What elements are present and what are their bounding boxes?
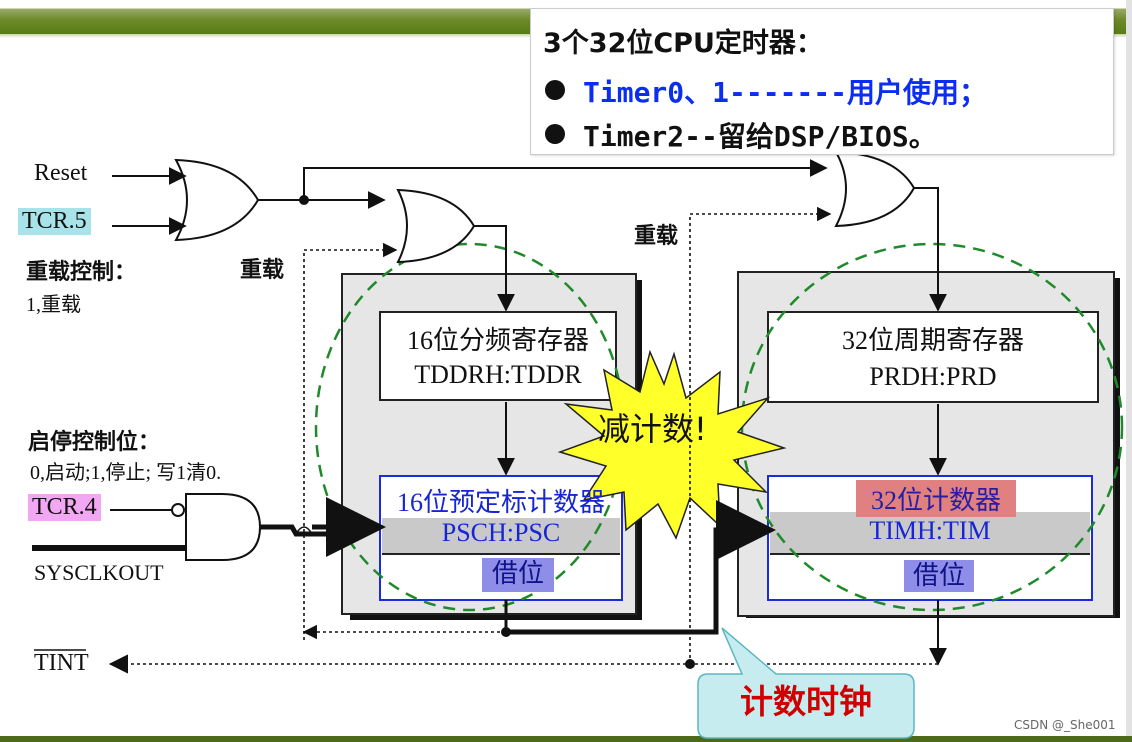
or-gate-right-block bbox=[834, 150, 916, 228]
right-scrollbar[interactable] bbox=[1126, 0, 1132, 742]
prescale-counter-reg: PSCH:PSC bbox=[441, 518, 561, 547]
timer-info-box: 3个32位CPU定时器： Timer0、1-------用户使用； Timer2… bbox=[530, 8, 1114, 155]
and-output-line bbox=[260, 524, 344, 537]
countdown-label: 减计数! bbox=[598, 410, 707, 448]
and-gate bbox=[185, 493, 262, 561]
tint-junction-dot bbox=[685, 659, 695, 669]
or2-to-divider-line bbox=[474, 225, 515, 312]
prescale-divider-register-box bbox=[379, 311, 617, 401]
info-line-timer01: Timer0、1-------用户使用； bbox=[545, 71, 987, 111]
main-counter-title: 32位计数器 bbox=[856, 480, 1016, 517]
count-clock-label: 计数时钟 bbox=[740, 682, 872, 721]
reload-control-title: 重载控制： bbox=[26, 260, 137, 285]
or-gate-left-block bbox=[396, 188, 476, 264]
reload-label-left: 重载 bbox=[240, 258, 285, 283]
main-counter-borrow-label: 借位 bbox=[904, 560, 974, 592]
or-gate-reload bbox=[174, 158, 260, 242]
main-counter-reg: TIMH:TIM bbox=[869, 516, 991, 545]
tint-label: TINT bbox=[34, 650, 89, 676]
or1-to-or3-line bbox=[303, 159, 828, 200]
or3-to-period-line bbox=[914, 187, 947, 312]
count-clock-callout bbox=[697, 627, 915, 739]
bottom-border bbox=[0, 736, 1132, 742]
info-line-timer01-text: Timer0、1-------用户使用； bbox=[583, 76, 988, 109]
watermark: CSDN @_She001 bbox=[1014, 718, 1116, 732]
info-line-timer2: Timer2--留给DSP/BIOS。 bbox=[545, 115, 937, 155]
reload-label-right: 重载 bbox=[634, 224, 679, 249]
start-stop-desc: 0,启动;1,停止; 写1清0. bbox=[30, 462, 222, 484]
start-stop-title: 启停控制位： bbox=[28, 430, 161, 455]
reload-control-value: 1,重载 bbox=[26, 294, 81, 316]
sysclkout-label: SYSCLKOUT bbox=[34, 560, 164, 585]
bullet-icon bbox=[545, 124, 565, 144]
count-clock-line bbox=[506, 500, 776, 635]
period-register-title: 32位周期寄存器 bbox=[841, 326, 1024, 355]
info-line-timer2-text: Timer2--留给DSP/BIOS。 bbox=[583, 120, 937, 153]
period-register-box bbox=[767, 311, 1099, 403]
prescale-divider-reg: TDDRH:TDDR bbox=[414, 360, 582, 389]
prescale-divider-title: 16位分频寄存器 bbox=[406, 326, 589, 355]
prescale-borrow-label: 借位 bbox=[482, 558, 554, 592]
prescale-counter-band bbox=[382, 518, 620, 554]
tcr4-inversion-bubble bbox=[171, 503, 185, 517]
bullet-icon bbox=[545, 80, 565, 100]
right-reload-feedback-line bbox=[689, 206, 832, 664]
reset-label: Reset bbox=[34, 160, 88, 186]
info-title: 3个32位CPU定时器： bbox=[543, 28, 823, 59]
prescale-counter-title: 16位预定标计数器 bbox=[396, 488, 605, 517]
period-register-reg: PRDH:PRD bbox=[869, 362, 997, 391]
left-reload-feedback-line bbox=[303, 242, 398, 640]
tcr4-label: TCR.4 bbox=[28, 494, 101, 521]
tcr5-label: TCR.5 bbox=[18, 208, 91, 235]
countdown-starburst bbox=[557, 349, 787, 540]
main-counter-band bbox=[770, 512, 1090, 554]
crossover-hop bbox=[295, 526, 313, 535]
